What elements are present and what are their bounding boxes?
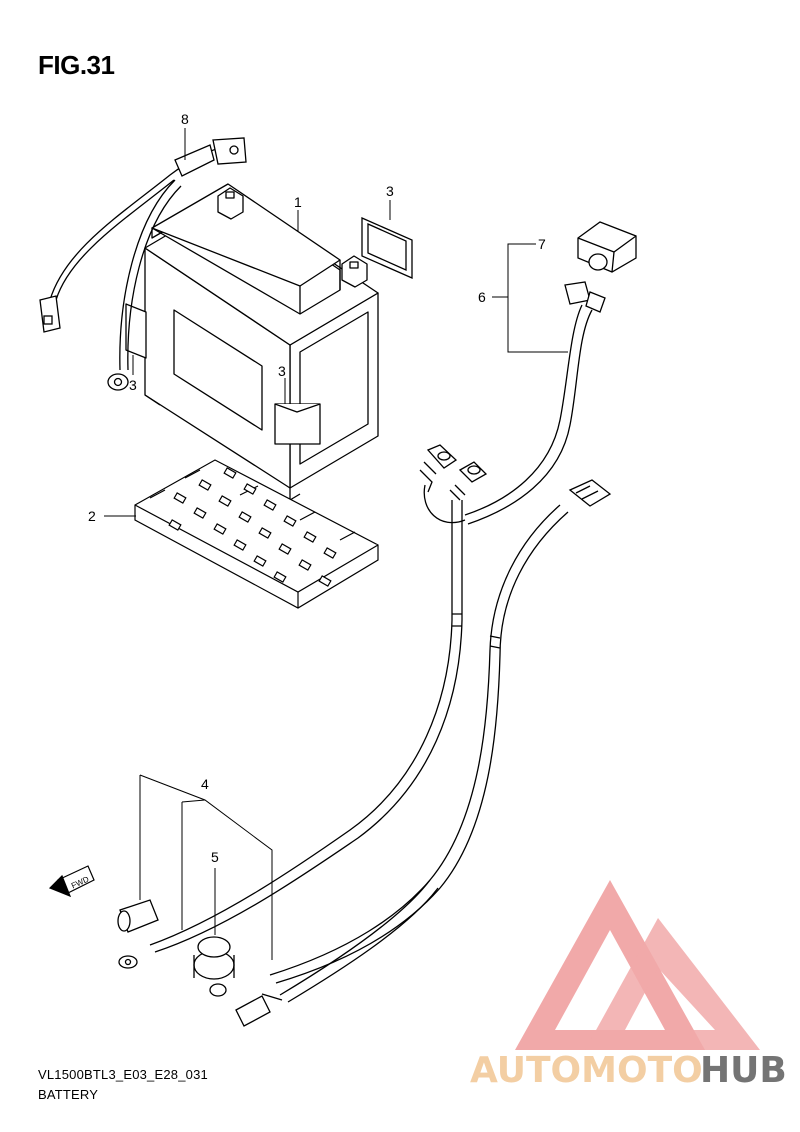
diagram-code: VL1500BTL3_E03_E28_031 <box>38 1067 208 1082</box>
figure-title: FIG.31 <box>38 50 115 80</box>
callout-1: 1 <box>294 194 302 210</box>
forward-arrow-icon: FWD <box>48 865 95 898</box>
watermark-triangle-right-icon <box>585 918 760 1050</box>
watermark-text-part1: AUTOMOTO <box>470 1050 703 1091</box>
callout-4: 4 <box>201 776 209 792</box>
battery-tray-part <box>134 459 379 609</box>
battery-part <box>125 183 379 501</box>
battery-sticker-part <box>361 217 413 279</box>
battery-cable-6 <box>464 281 606 525</box>
watermark-logo: AUTOMOTO HUB <box>470 880 787 1091</box>
diagram-caption: BATTERY <box>38 1087 99 1102</box>
battery-cable-8 <box>39 137 247 391</box>
callout-3-left: 3 <box>129 377 137 393</box>
terminal-cap-part <box>577 221 637 273</box>
callout-3-front: 3 <box>278 363 286 379</box>
callout-3-top: 3 <box>386 183 394 199</box>
callout-8: 8 <box>181 111 189 127</box>
callout-6: 6 <box>478 289 486 305</box>
callout-7: 7 <box>538 236 546 252</box>
watermark-triangle-icon <box>515 880 705 1050</box>
watermark-text-part2: HUB <box>700 1050 787 1091</box>
callout-2: 2 <box>88 508 96 524</box>
callout-5: 5 <box>211 849 219 865</box>
main-harness-cable <box>117 444 612 1027</box>
leader-lines <box>104 128 568 960</box>
